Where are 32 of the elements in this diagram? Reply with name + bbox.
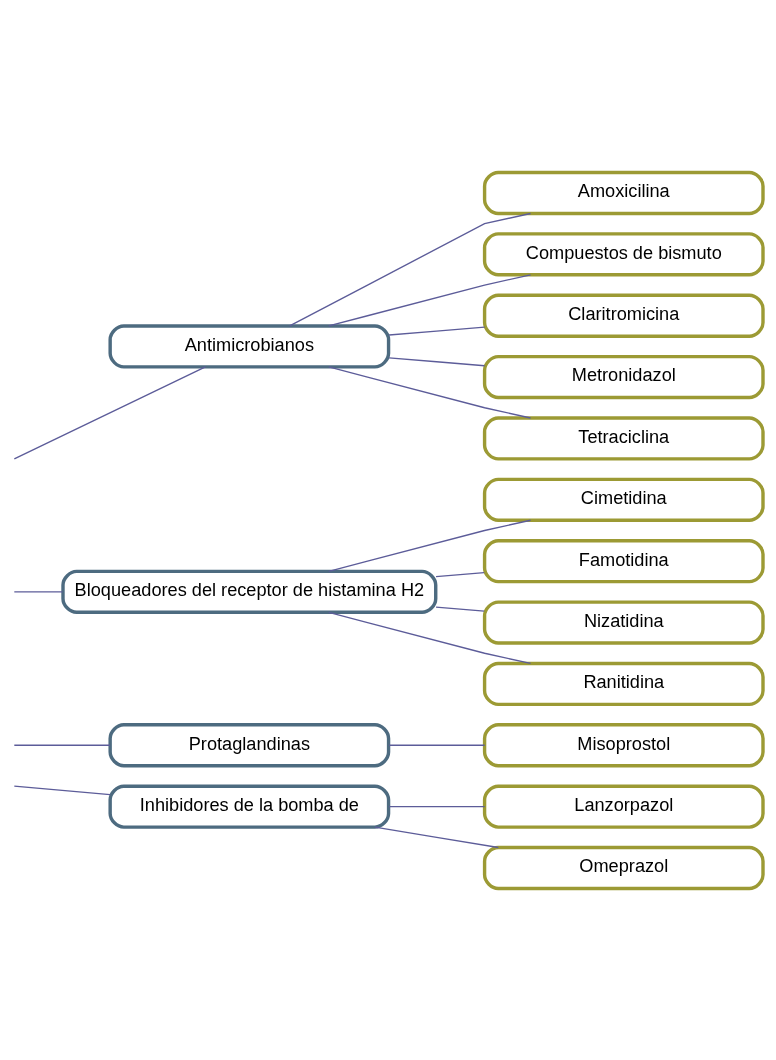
connector: [328, 519, 532, 572]
connector: [388, 805, 486, 807]
node-box: Compuestos de bismuto: [482, 231, 765, 277]
node-box: Lanzorpazol: [482, 783, 765, 829]
node-box: Misoprostol: [482, 722, 765, 767]
connector: [13, 785, 111, 795]
connector: [328, 611, 532, 664]
node-box: Omeprazol: [482, 845, 765, 890]
node-box: Amoxicilina: [482, 170, 765, 215]
connector: [388, 356, 486, 366]
connector: [13, 590, 64, 593]
node-box: Protaglandinas: [108, 722, 391, 767]
node-box: Inhibidores de la bomba de: [108, 783, 391, 829]
connector: [374, 826, 499, 848]
connector: [13, 744, 111, 746]
node-box: Ranitidina: [482, 661, 765, 706]
node-box: Famotidina: [482, 538, 765, 583]
node-box: Cimetidina: [482, 477, 765, 522]
connector: [13, 365, 207, 459]
connector: [388, 744, 486, 746]
node-box: Bloqueadores del receptor de histamina H2: [61, 569, 438, 614]
node-box: Antimicrobianos: [108, 323, 391, 369]
node-box: Claritromicina: [482, 293, 765, 338]
connector: [388, 325, 486, 336]
node-box: Nizatidina: [482, 599, 765, 645]
node-box: Tetraciclina: [482, 415, 765, 461]
node-box: Metronidazol: [482, 354, 765, 399]
connector: [435, 606, 485, 612]
connector: [289, 212, 532, 327]
connector: [328, 365, 532, 419]
connector: [435, 571, 485, 577]
connector: [328, 273, 532, 327]
